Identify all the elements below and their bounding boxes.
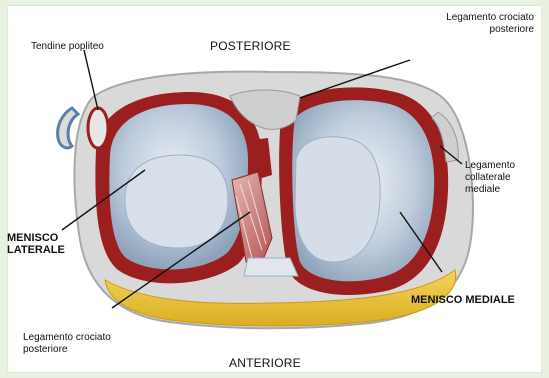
- anterior-ligament-fan: [244, 258, 298, 276]
- label-anteriore: ANTERIORE: [229, 357, 301, 369]
- label-menisco-mediale: MENISCO MEDIALE: [411, 294, 515, 306]
- label-tendine-popliteo: Tendine popliteo: [31, 41, 104, 53]
- popliteus-body: [88, 108, 108, 148]
- label-legamento-crociato-posteriore-top: Legamento crociato posteriore: [422, 12, 534, 36]
- label-menisco-laterale: MENISCO LATERALE: [7, 232, 65, 256]
- popliteus-tendon: [58, 108, 78, 148]
- medial-cartilage: [295, 137, 380, 262]
- label-legamento-crociato-posteriore-bottom: Legamento crociato posteriore: [23, 332, 111, 356]
- label-legamento-collaterale-mediale: Legamento collaterale mediale: [465, 160, 515, 196]
- label-posteriore: POSTERIORE: [210, 40, 291, 52]
- lateral-cartilage: [125, 155, 228, 248]
